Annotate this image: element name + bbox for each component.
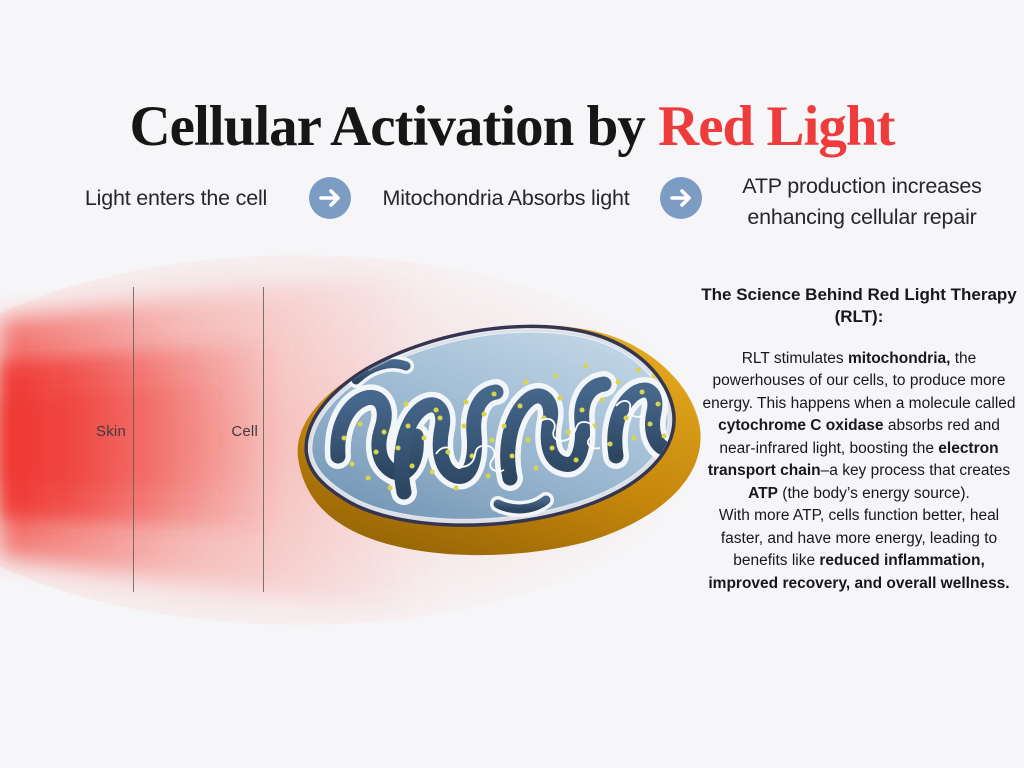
skin-boundary-line xyxy=(133,287,134,592)
arrow-right-icon xyxy=(660,177,702,219)
skin-label: Skin xyxy=(96,423,126,440)
step-mitochondria-absorbs: Mitochondria Absorbs light xyxy=(382,185,630,210)
step-atp-line1: ATP production increases xyxy=(742,174,982,198)
title-prefix: Cellular Activation by xyxy=(129,95,659,159)
page-title: Cellular Activation by Red Light xyxy=(0,95,1024,159)
step-atp-line2: enhancing cellular repair xyxy=(747,205,977,229)
cell-label: Cell xyxy=(231,423,258,440)
science-heading: The Science Behind Red Light Therapy (RL… xyxy=(701,285,1017,327)
red-light-beam xyxy=(0,255,710,625)
step-atp-production: ATP production increases enhancing cellu… xyxy=(712,170,1012,234)
title-accent: Red Light xyxy=(658,95,895,159)
outer-membrane xyxy=(297,325,701,556)
science-paragraph: RLT stimulates mitochondria, the powerho… xyxy=(702,349,1016,592)
arrow-right-glyph xyxy=(670,189,691,207)
science-panel: The Science Behind Red Light Therapy (RL… xyxy=(700,284,1018,595)
mitochondria-illustration xyxy=(297,324,701,556)
arrow-right-glyph xyxy=(319,189,340,207)
arrow-right-icon xyxy=(309,177,351,219)
matrix-granules xyxy=(341,363,667,491)
mitochondrial-dna xyxy=(435,400,645,473)
cell-boundary-line xyxy=(263,287,264,592)
step-light-enters-cell: Light enters the cell xyxy=(84,185,268,210)
